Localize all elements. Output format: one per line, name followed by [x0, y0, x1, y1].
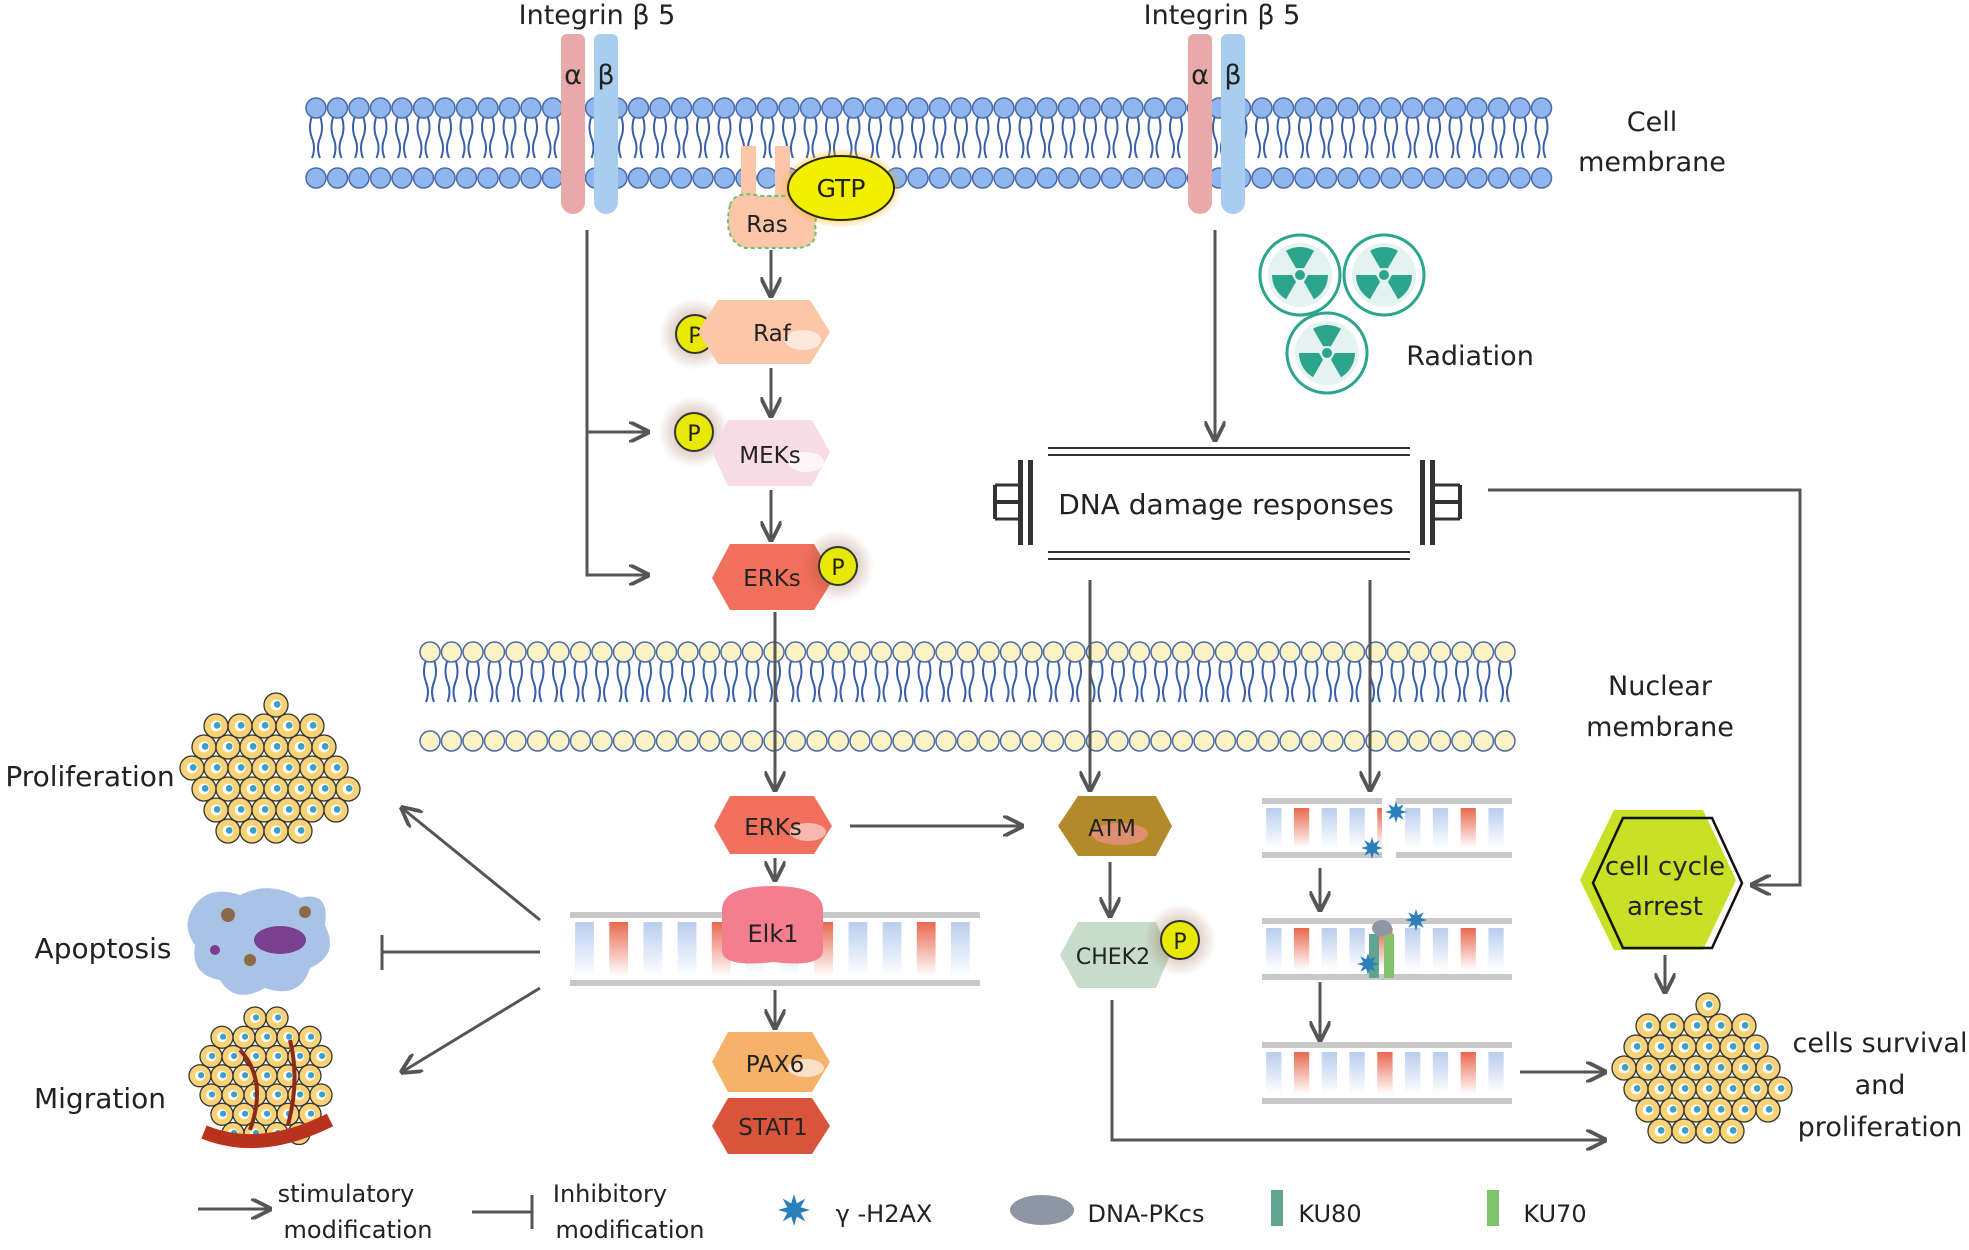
migration-label: Migration: [34, 1082, 166, 1115]
nuclear-membrane: [419, 641, 1516, 752]
pathway-arrows: [380, 230, 1802, 1140]
meks-label: MEKs: [739, 443, 800, 469]
erks-phospho: P: [831, 556, 844, 581]
survival-label-3: proliferation: [1798, 1112, 1963, 1143]
cell-cycle-label: cell cycle: [1605, 852, 1725, 882]
radiation-icon: Radiation: [1258, 233, 1534, 395]
raf-phospho: P: [688, 324, 701, 349]
legend-inhib-label-2: modification: [556, 1216, 705, 1244]
ku70-icon: [1487, 1190, 1499, 1226]
integrin-left-label: Integrin β 5: [519, 0, 676, 31]
dna-repair-strands: [1262, 798, 1512, 1104]
cell-cycle-arrest: cell cycle arrest: [1580, 810, 1744, 950]
migration-cells: [188, 1006, 334, 1149]
h2ax-star-icon: [778, 1194, 810, 1226]
integrin-alpha-right: α: [1191, 60, 1209, 91]
survival-label-2: and: [1855, 1070, 1906, 1101]
legend-inhib-bar: [472, 1195, 534, 1229]
dna-damage-label: DNA damage responses: [1058, 488, 1394, 521]
pax6-label: PAX6: [746, 1052, 805, 1078]
cell-membrane: [305, 97, 1553, 189]
cell-cycle-label-2: arrest: [1627, 892, 1703, 922]
chek2-phospho: P: [1173, 930, 1186, 955]
legend-stim-label: stimulatory: [278, 1180, 415, 1208]
integrin-left: Integrin β 5 α β: [519, 0, 676, 214]
elk1-label: Elk1: [748, 920, 799, 948]
survival-cells: [1611, 992, 1793, 1144]
survival-label: cells survival: [1793, 1028, 1968, 1059]
legend-h2ax-label: γ -H2AX: [836, 1200, 933, 1228]
dna-damage-box: DNA damage responses: [993, 447, 1462, 560]
atm-protein: ATM: [1058, 796, 1172, 856]
integrin-right-label: Integrin β 5: [1144, 0, 1301, 31]
dnapkcs-icon: [1010, 1195, 1074, 1225]
proliferation-cells: [179, 692, 361, 844]
legend-inhib-label: Inhibitory: [553, 1180, 667, 1208]
apoptosis-label: Apoptosis: [35, 932, 172, 965]
raf-protein: P Raf: [659, 298, 830, 370]
integrin-right: Integrin β 5 α β: [1144, 0, 1301, 214]
nuclear-membrane-label-2: membrane: [1586, 712, 1734, 743]
erks-nucleus: ERKs: [714, 796, 832, 854]
erks-nuc-label: ERKs: [744, 815, 802, 841]
integrin-beta-right: β: [1224, 60, 1241, 91]
atm-label: ATM: [1088, 816, 1136, 842]
stat1-label: STAT1: [738, 1115, 808, 1141]
raf-label: Raf: [753, 321, 792, 347]
nuclear-membrane-label: Nuclear: [1608, 671, 1713, 702]
chek2-label: CHEK2: [1076, 945, 1150, 970]
chek2-protein: CHEK2 P: [1060, 904, 1216, 988]
ku80-icon: [1271, 1190, 1283, 1226]
integrin-alpha-left: α: [564, 60, 582, 91]
dna-strand-elk1: Elk1: [570, 886, 980, 986]
legend-dnapkcs-label: DNA-PKcs: [1088, 1200, 1205, 1228]
gtp-label: GTP: [817, 174, 866, 203]
legend: stimulatory modification Inhibitory modi…: [198, 1180, 1587, 1244]
gtp-molecule: GTP: [779, 148, 903, 228]
erks-cytoplasm: ERKs P: [712, 530, 874, 610]
cell-membrane-label-2: membrane: [1578, 147, 1726, 178]
proliferation-label: Proliferation: [5, 760, 174, 793]
integrin-beta-left: β: [597, 60, 614, 91]
erks-cyto-label: ERKs: [743, 566, 801, 592]
legend-ku80-label: KU80: [1298, 1200, 1361, 1228]
meks-protein: P MEKs: [658, 396, 830, 486]
stat1-protein: STAT1: [712, 1098, 830, 1154]
cell-membrane-label: Cell: [1627, 107, 1677, 138]
pax6-protein: PAX6: [712, 1032, 830, 1092]
ras-label: Ras: [746, 212, 788, 238]
legend-stim-label-2: modification: [284, 1216, 433, 1244]
legend-ku70-label: KU70: [1523, 1200, 1586, 1228]
radiation-label: Radiation: [1406, 341, 1534, 372]
meks-phospho: P: [687, 422, 700, 447]
apoptosis-cell: [187, 888, 330, 995]
